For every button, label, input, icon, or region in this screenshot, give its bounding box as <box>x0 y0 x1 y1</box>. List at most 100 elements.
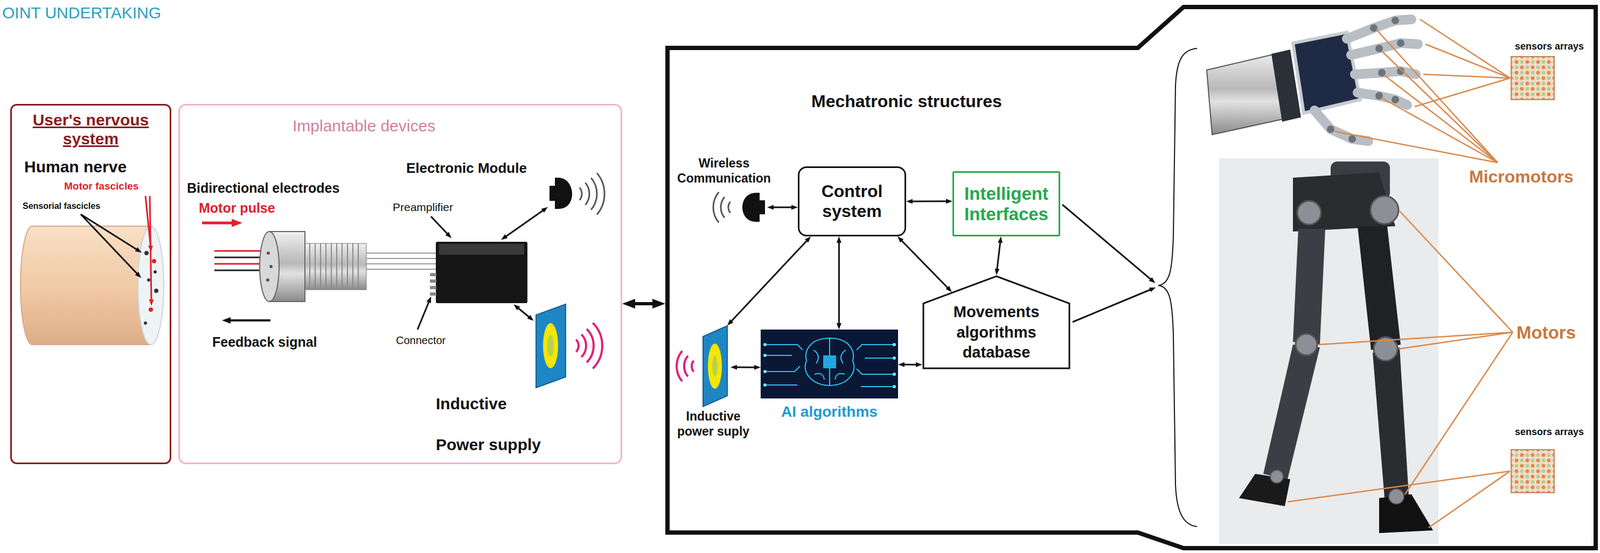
curly-bracket <box>1158 48 1198 527</box>
bidirectional-electrode <box>214 231 436 302</box>
label-slot: sensors arrays <box>1514 40 1584 53</box>
part-label: Bidirectional electrodes <box>186 179 340 197</box>
electronic-module-chip <box>435 241 528 304</box>
nerve-illustration <box>151 259 157 264</box>
electronic-module-chip <box>429 292 437 296</box>
ai-circuit-image <box>763 353 767 358</box>
leader-line <box>1381 51 1498 163</box>
bidirectional-electrode <box>266 278 270 282</box>
nerve-illustration <box>147 278 151 282</box>
ai-circuit-image <box>892 343 896 347</box>
signal-arrow <box>202 221 238 225</box>
ai-circuit-image <box>760 329 899 399</box>
connector-arrow <box>731 240 808 322</box>
leader-line <box>1428 471 1511 528</box>
exoskeleton-legs <box>1295 334 1318 356</box>
connector-arrow <box>903 364 917 366</box>
leader-line <box>1404 332 1513 495</box>
curly-bracket <box>1158 48 1198 527</box>
output-arrow <box>1072 288 1153 323</box>
connector-arrow <box>736 366 756 369</box>
robotic-hand <box>1396 39 1405 47</box>
bidirectional-electrode <box>259 231 280 302</box>
label-slot: Feedback signal <box>212 334 318 351</box>
motor-label: Motors <box>1516 322 1576 344</box>
electronic-module-chip <box>429 273 437 277</box>
leader-line <box>1381 98 1498 163</box>
nerve-illustration <box>144 251 149 256</box>
database-pentagon: Movements algorithms database <box>922 275 1071 370</box>
leader-line <box>1287 19 1513 528</box>
label-slot: Motor pulse <box>198 199 276 217</box>
label-slot: Connector <box>395 334 446 347</box>
wireless-icon <box>554 177 573 210</box>
leader-line <box>1414 78 1511 107</box>
signal-label: Motor pulse <box>198 199 276 217</box>
inductive-coil-icon <box>676 325 728 407</box>
leader-arrow <box>503 209 546 239</box>
exoskeleton-legs <box>1297 200 1321 225</box>
exoskeleton-legs <box>1372 347 1409 499</box>
leader-line <box>1384 75 1498 163</box>
leader-line <box>1399 211 1513 333</box>
connector-arrow <box>838 242 840 325</box>
ai-circuit-image <box>892 372 896 377</box>
system-panel: User's nervous systemHuman nerve <box>10 103 172 465</box>
connector-arrow <box>773 206 793 209</box>
connector-arrow <box>901 240 948 289</box>
inductive-coil-icon <box>547 335 554 357</box>
electronic-module-chip <box>429 286 437 290</box>
nerve-illustration <box>143 321 148 325</box>
wireless-icon <box>713 192 765 224</box>
electronic-module-chip <box>439 244 525 255</box>
robotic-hand <box>1391 16 1400 25</box>
process-box: Intelligent Interfaces <box>952 171 1061 237</box>
exoskeleton-legs <box>1388 489 1404 505</box>
robotic-hand <box>1206 16 1418 143</box>
fascicle-pointer <box>80 214 139 276</box>
fascicle-pointer <box>80 196 152 303</box>
wireless-icon <box>579 172 605 215</box>
node-heading: Movements algorithms database <box>942 302 1051 364</box>
robotic-hand <box>1292 32 1361 114</box>
label-slot: Motors <box>1516 322 1576 344</box>
node-heading: AI algorithms <box>760 402 899 422</box>
sensor-array <box>1511 449 1555 493</box>
robotic-hand <box>1314 19 1418 142</box>
output-arrow <box>1062 204 1153 282</box>
exoskeleton-legs <box>1263 344 1320 480</box>
image-node: AI algorithms <box>760 329 899 433</box>
label-slot: Electronic Module <box>406 160 527 177</box>
bidirectional-electrode <box>366 258 436 260</box>
bidirectional-electrode <box>269 265 273 269</box>
leader-line <box>1420 19 1511 79</box>
robotic-hand <box>1378 68 1386 77</box>
inductive-coil-icon <box>712 356 718 377</box>
leader-arrow <box>430 216 450 236</box>
robotic-hand <box>1369 24 1378 32</box>
label-slot: Sensorial fascicles <box>22 200 101 212</box>
node-heading: Inductive power suply <box>670 409 757 440</box>
bidirectional-electrode <box>304 243 367 290</box>
inductive-coil-icon <box>676 351 694 382</box>
part-label: Connector <box>395 334 446 347</box>
ai-circuit-image <box>763 383 767 387</box>
node-heading: Intelligent Interfaces <box>958 183 1055 225</box>
inductive-coil-icon <box>703 325 728 407</box>
label-slot: Bidirectional electrodes <box>186 179 340 197</box>
connector-arrow <box>633 302 655 306</box>
sensor-label: sensors arrays <box>1514 40 1584 53</box>
motor-label: Micromotors <box>1469 166 1574 187</box>
header-fragment: OINT UNDERTAKING <box>2 3 162 23</box>
exoskeleton-legs <box>1357 226 1401 351</box>
signal-arrow <box>202 223 271 321</box>
inductive-coil-icon <box>536 304 566 388</box>
leader-line <box>1334 131 1498 163</box>
part-label: Electronic Module <box>406 160 527 177</box>
fascicle-pointer <box>149 196 152 303</box>
fascicle-label: Sensorial fascicles <box>22 200 101 212</box>
node-heading: Mechatronic structures <box>811 91 1598 112</box>
label-slot: Preamplifier <box>392 200 454 214</box>
ai-circuit-image <box>763 343 767 347</box>
pentagon-outline <box>923 276 1070 369</box>
